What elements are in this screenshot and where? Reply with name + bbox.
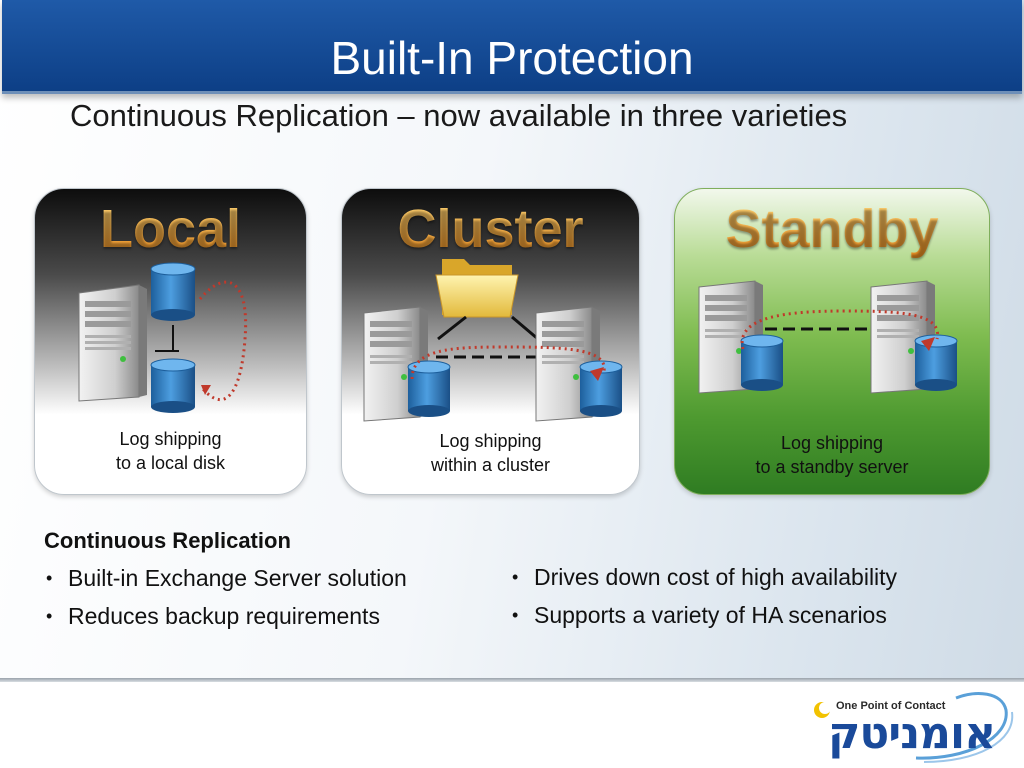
replication-arrow-icon [740,309,939,350]
list-item: Drives down cost of high availability [510,558,897,596]
replication-arrow-icon [198,280,248,402]
database-icon [407,360,451,417]
panel-cluster: Cluster [341,188,640,495]
panel-local: Local [34,188,307,495]
standby-diagram [698,280,958,394]
slide-title: Built-In Protection [330,32,694,84]
list-item: Reduces backup requirements [44,597,407,635]
panel-local-caption: Log shipping to a local disk [115,429,226,473]
database-icon [150,262,196,321]
left-bullet-list: Built-in Exchange Server solution Reduce… [44,559,407,635]
slide-subtitle: Continuous Replication – now available i… [70,98,848,133]
list-item: Built-in Exchange Server solution [44,559,407,597]
cluster-diagram [363,259,623,422]
database-icon [914,334,958,391]
logo-tagline: One Point of Contact [836,700,946,712]
footer-divider [0,678,1024,682]
panel-cluster-caption: Log shipping within a cluster [430,431,551,475]
panel-cluster-heading: Cluster [342,197,639,261]
server-icon [870,280,935,394]
database-icon [579,360,623,417]
section-heading: Continuous Replication [44,528,291,553]
panel-standby: Standby [674,188,990,495]
title-bar [2,0,1022,94]
server-icon [78,284,147,402]
logo-swoosh-icon [814,692,1014,763]
list-item: Supports a variety of HA scenarios [510,596,897,634]
database-icon [740,334,784,391]
panel-standby-heading: Standby [675,197,989,261]
panel-local-heading: Local [35,197,306,261]
local-diagram [78,262,248,413]
logo-wordmark: אומניטק [828,708,996,759]
database-icon [150,358,196,413]
right-bullet-list: Drives down cost of high availability Su… [510,558,897,634]
panel-standby-caption: Log shipping to a standby server [755,433,909,477]
replication-arrow-icon [410,345,606,380]
company-logo: One Point of Contact אומניטק [806,688,1016,764]
folder-icon [435,259,519,318]
link-connector [155,325,179,352]
